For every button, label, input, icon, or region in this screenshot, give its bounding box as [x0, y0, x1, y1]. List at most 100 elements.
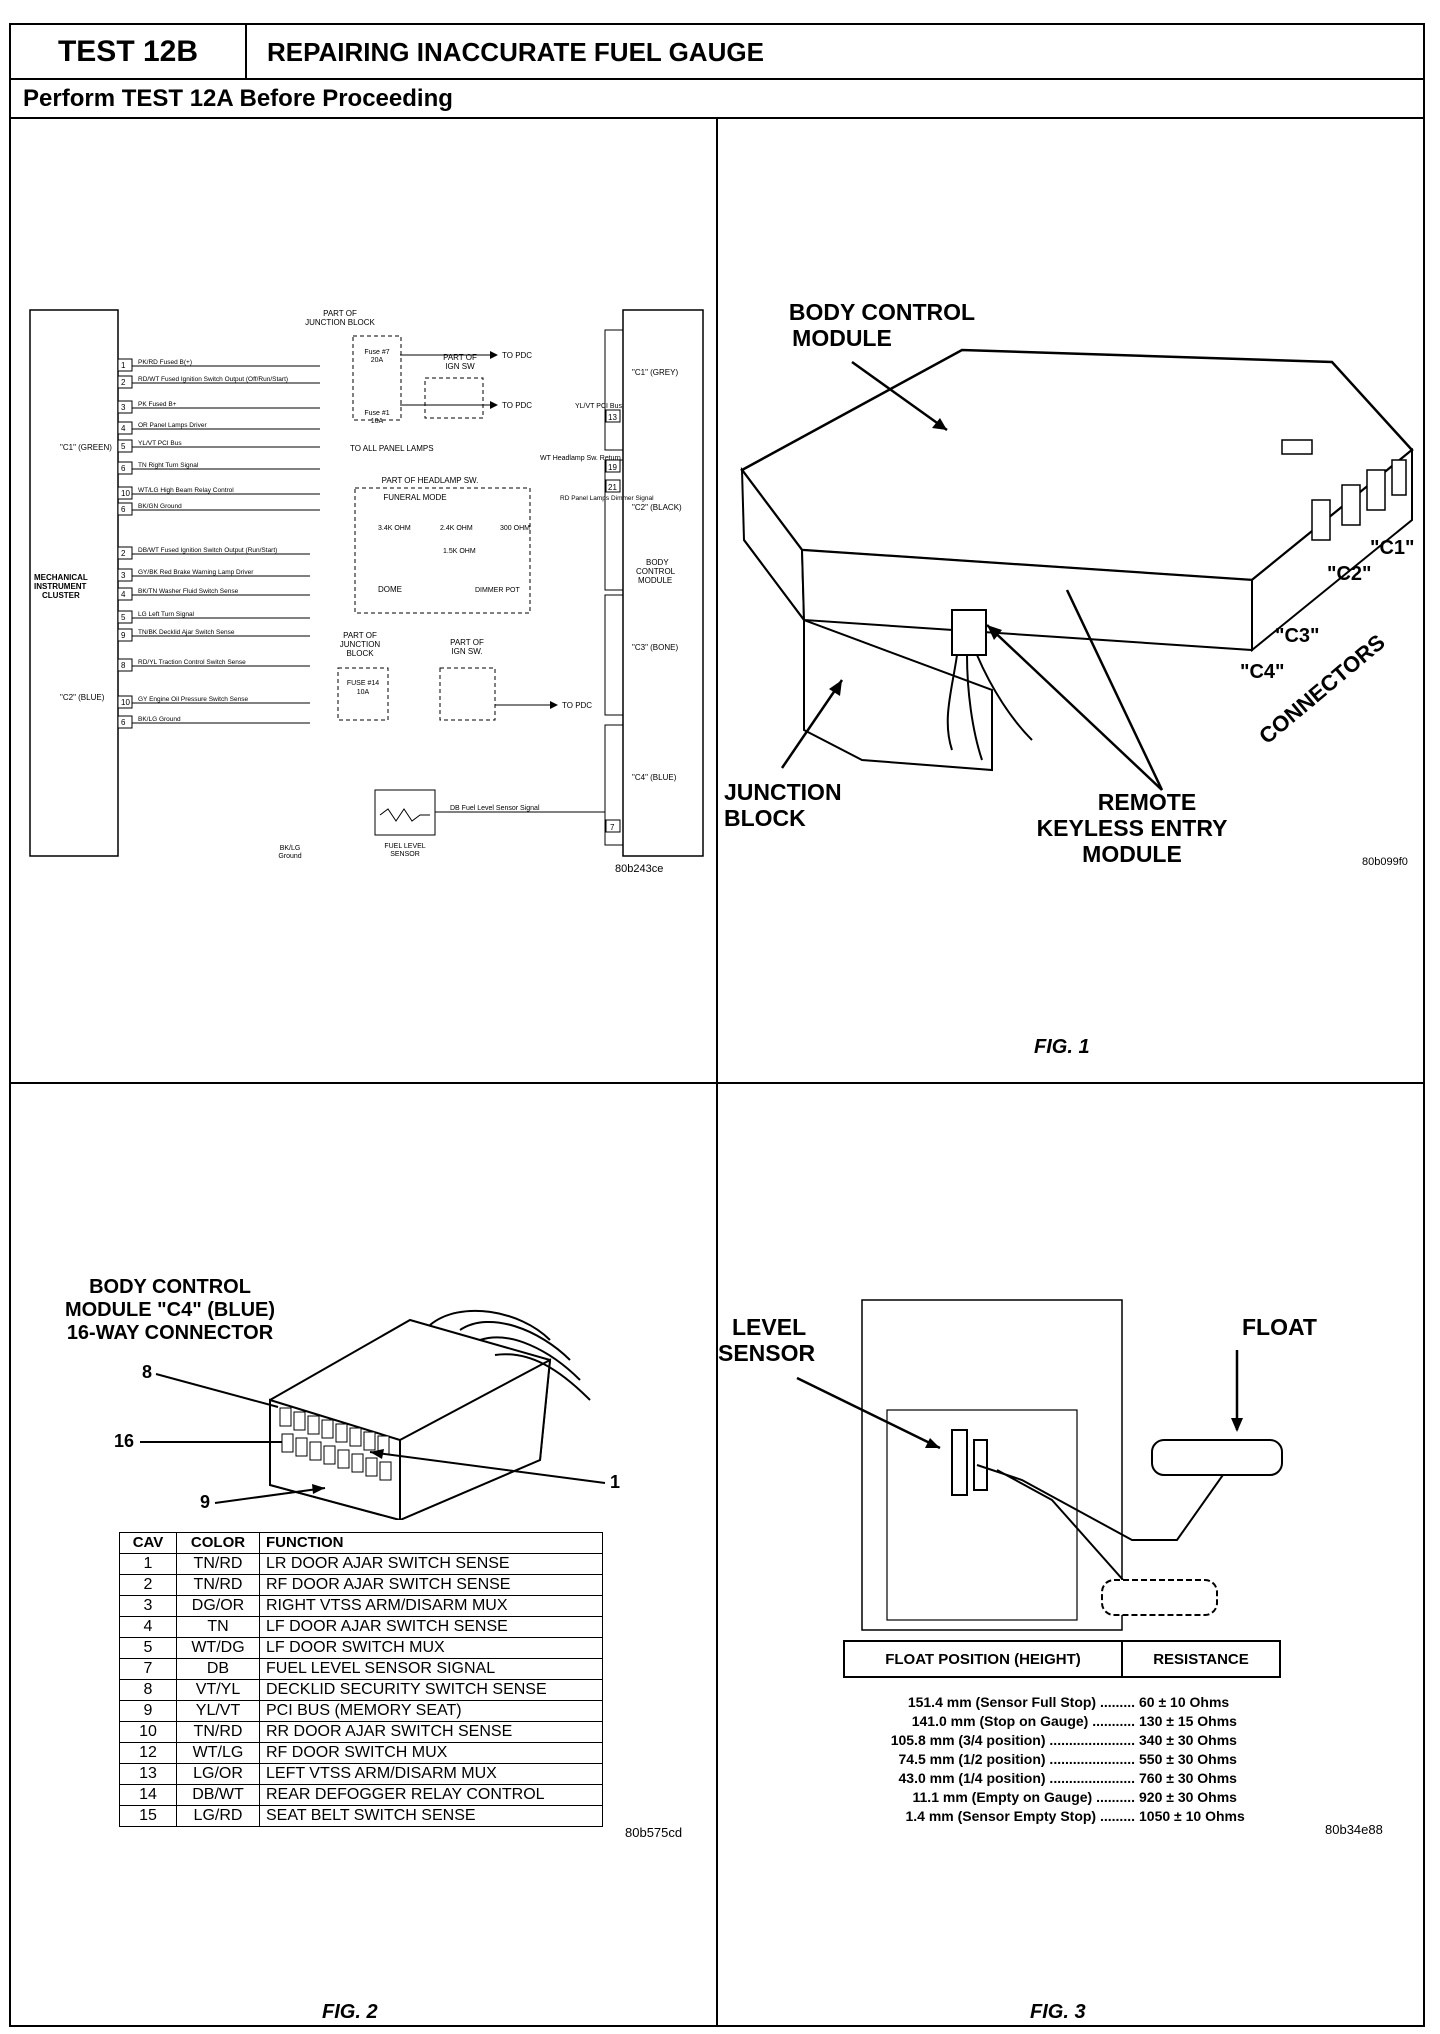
c3-callout: "C3": [1275, 625, 1320, 647]
cluster-pin-box: [117, 461, 133, 475]
cav-cell: 3: [119, 1595, 177, 1617]
cav-cell: 14: [119, 1784, 177, 1806]
pin-9-label: 9: [200, 1492, 210, 1512]
function-cell: LEFT VTSS ARM/DISARM MUX: [259, 1763, 603, 1785]
page-frame: TEST 12B REPAIRING INACCURATE FUEL GAUGE…: [9, 23, 1425, 2027]
cav-cell: 10: [119, 1721, 177, 1743]
cluster-pin-box: [117, 610, 133, 624]
cluster-pin-number: 5: [121, 442, 126, 451]
dome-label: DOME: [378, 585, 402, 594]
float-position-value: 1.4 mm (Sensor Empty Stop) .........: [905, 1808, 1136, 1824]
connector-cavity: [295, 1437, 308, 1457]
col-resistance: RESISTANCE: [1153, 1650, 1249, 1668]
bcm-c2-label: "C2" (BLACK): [632, 503, 682, 512]
cluster-wire-label: LG Left Turn Signal: [138, 611, 195, 618]
connector-cavity: [279, 1407, 292, 1427]
cluster-wire-label: YL/VT PCI Bus: [138, 440, 182, 447]
subheader-bar: Perform TEST 12A Before Proceeding: [11, 78, 1423, 119]
cluster-pin-number: 10: [121, 698, 130, 707]
r1: 3.4K OHM: [378, 525, 411, 532]
bcm-c4-label: "C4" (BLUE): [632, 773, 677, 782]
cluster-wire-label: RD/YL Traction Control Switch Sense: [138, 659, 246, 666]
fig2-code: 80b575cd: [625, 1825, 683, 1840]
c4-callout: "C4": [1240, 661, 1285, 683]
color-cell: WT/LG: [176, 1742, 260, 1764]
horizontal-divider: [11, 1082, 1423, 1084]
connector-cavity: [309, 1441, 322, 1461]
fig2-title-line: 16-WAY CONNECTOR: [66, 1322, 274, 1344]
schematic-code: 80b243ce: [615, 863, 663, 875]
color-cell: TN: [176, 1616, 260, 1638]
connector-cavity: [363, 1431, 376, 1451]
cluster-pin-box: [117, 502, 133, 516]
funeral-mode: FUNERAL MODE: [383, 493, 446, 502]
test-id: TEST 12B: [11, 25, 247, 78]
cluster-pin-box: [117, 375, 133, 389]
color-cell: LG/OR: [176, 1763, 260, 1785]
c1-callout: "C1": [1370, 537, 1415, 559]
pin-8-label: 8: [142, 1362, 152, 1382]
float-upper: [1151, 1439, 1283, 1476]
color-cell: TN/RD: [176, 1553, 260, 1575]
color-cell: WT/DG: [176, 1637, 260, 1659]
function-cell: RIGHT VTSS ARM/DISARM MUX: [259, 1595, 603, 1617]
bcm-pin: 7: [610, 823, 615, 832]
connector-cavity: [321, 1419, 334, 1439]
function-cell: RF DOOR SWITCH MUX: [259, 1742, 603, 1764]
function-cell: PCI BUS (MEMORY SEAT): [259, 1700, 603, 1722]
page-title: REPAIRING INACCURATE FUEL GAUGE: [267, 37, 764, 67]
cluster-pin-number: 6: [121, 464, 126, 473]
function-cell: LF DOOR SWITCH MUX: [259, 1637, 603, 1659]
cluster-pin-number: 3: [121, 403, 126, 412]
function-cell: DECKLID SECURITY SWITCH SENSE: [259, 1679, 603, 1701]
cluster-wire-label: BK/TN Washer Fluid Switch Sense: [138, 588, 239, 595]
cluster-pin-number: 6: [121, 505, 126, 514]
cluster-pin-number: 1: [121, 361, 126, 370]
list-item: 105.8 mm (3/4 position) ................…: [840, 1731, 1280, 1750]
fig2-title-line: BODY CONTROL: [89, 1276, 251, 1298]
instrument-cluster-block: [29, 309, 119, 857]
col-cav: CAV: [119, 1532, 177, 1554]
resistance-value: 340 ± 30 Ohms: [1139, 1732, 1237, 1748]
c2-callout: "C2": [1327, 563, 1372, 585]
color-cell: TN/RD: [176, 1574, 260, 1596]
cluster-pin-box: [117, 400, 133, 414]
headlamp-sw-label: PART OF HEADLAMP SW.: [382, 476, 479, 485]
cluster-pin-number: 2: [121, 549, 126, 558]
resistance-value: 550 ± 30 Ohms: [1139, 1751, 1237, 1767]
wt-headlamp-label: WT Headlamp Sw. Return: [540, 455, 621, 462]
fig2-title: BODY CONTROL MODULE "C4" (BLUE) 16-WAY C…: [50, 1276, 290, 1345]
resistance-value: 920 ± 30 Ohms: [1139, 1789, 1237, 1805]
cav-cell: 5: [119, 1637, 177, 1659]
cluster-wire-label: TN/BK Decklid Ajar Switch Sense: [138, 629, 235, 636]
connectors-callout: CONNECTORS: [1254, 629, 1390, 748]
cluster-pin-number: 8: [121, 661, 126, 670]
function-cell: SEAT BELT SWITCH SENSE: [259, 1805, 603, 1827]
bcm-pin: 21: [608, 483, 617, 492]
cluster-pin-box: [117, 546, 133, 560]
tank-outline: [861, 1299, 1123, 1631]
function-cell: RR DOOR AJAR SWITCH SENSE: [259, 1721, 603, 1743]
float-position-value: 43.0 mm (1/4 position) .................…: [898, 1770, 1136, 1786]
cluster-pin-box: [117, 421, 133, 435]
connector-cavity: [349, 1427, 362, 1447]
